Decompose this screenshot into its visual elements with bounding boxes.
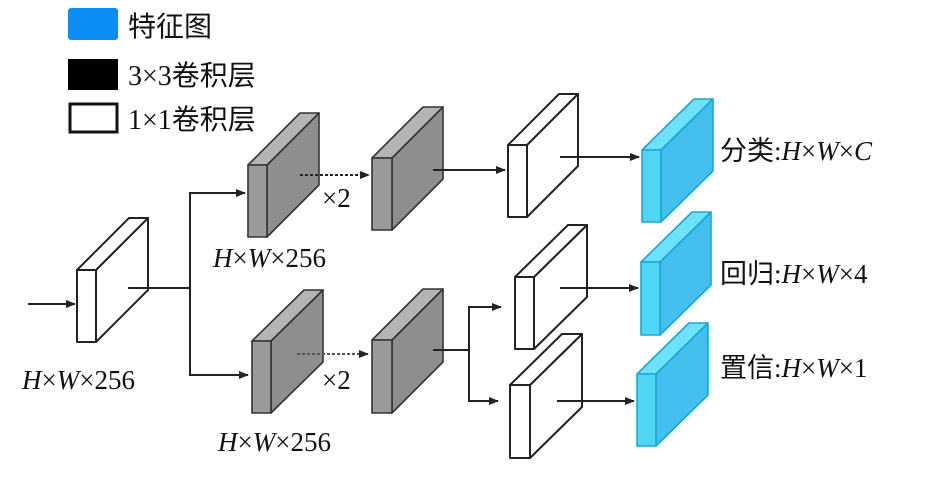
- regression-conv1x1-block-front-face: [514, 276, 535, 350]
- legend-feature-map-swatch: [68, 8, 118, 40]
- bottom-branch-connector: [189, 288, 249, 379]
- classification-feature-map-front-face: [641, 149, 662, 223]
- confidence-branch-connector: [468, 350, 499, 405]
- top-conv3x3-block-2: [371, 106, 444, 231]
- legend: 特征图 3×3卷积层 1×1卷积层: [68, 8, 256, 136]
- bottom-conv3x3-block-2: [371, 288, 444, 414]
- confidence-output-label: 置信:H×W×1: [720, 353, 867, 383]
- input-conv1x1-block: [76, 217, 149, 343]
- blocks: [76, 93, 714, 459]
- bottom-conv3x3-block-1-front-face: [251, 340, 272, 414]
- top-repeat-label: ×2: [322, 183, 351, 213]
- top-conv3x3-block-1-front-face: [247, 164, 268, 238]
- top-branch-dim-label: H×W×256: [212, 243, 326, 273]
- legend-conv3x3-label: 3×3卷积层: [128, 60, 256, 92]
- bottom-branch-dim-label: H×W×256: [217, 427, 331, 457]
- confidence-conv1x1-block: [509, 333, 583, 459]
- input-conv1x1-block-front-face: [76, 269, 97, 343]
- legend-conv3x3-swatch: [68, 59, 118, 90]
- regression-branch-connector: [468, 303, 502, 350]
- input-dim-label: H×W×256: [21, 365, 135, 395]
- bottom-conv3x3-block-2-front-face: [371, 339, 393, 414]
- top-conv1x1-block-front-face: [507, 144, 528, 218]
- confidence-conv1x1-block-front-face: [509, 384, 531, 459]
- top-conv1x1-block: [507, 93, 579, 218]
- legend-feature-map-label: 特征图: [128, 11, 212, 43]
- top-conv3x3-block-1: [247, 112, 320, 238]
- regression-output-label: 回归:H×W×4: [720, 259, 868, 289]
- classification-output-label: 分类:H×W×C: [720, 136, 873, 166]
- legend-conv1x1-swatch: [68, 102, 119, 134]
- regression-feature-map: [640, 211, 712, 336]
- top-conv3x3-block-2-front-face: [371, 157, 393, 231]
- confidence-feature-map-front-face: [636, 373, 657, 447]
- top-branch-connector: [189, 189, 246, 288]
- bottom-conv3x3-block-1: [251, 289, 324, 414]
- legend-conv1x1-label: 1×1卷积层: [128, 104, 256, 136]
- connectors: [28, 153, 640, 405]
- confidence-feature-map: [636, 322, 709, 447]
- bottom-repeat-label: ×2: [322, 365, 351, 395]
- classification-feature-map: [641, 98, 714, 223]
- regression-feature-map-front-face: [640, 261, 661, 336]
